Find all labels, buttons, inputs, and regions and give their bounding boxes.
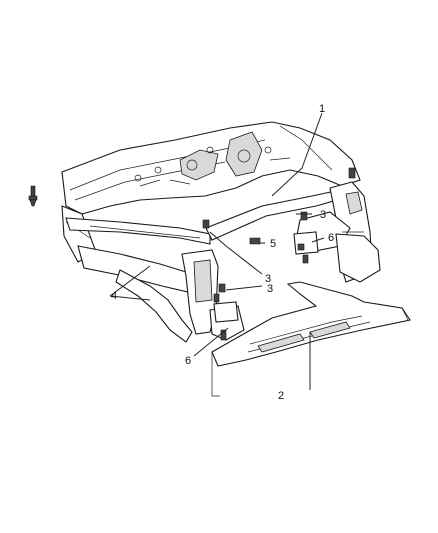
lower-shield bbox=[211, 281, 411, 397]
callout-3-middle: 3 bbox=[265, 273, 271, 285]
callout-labels: 1 2 3 3 3 4 5 6 6 bbox=[111, 103, 334, 402]
callout-2: 2 bbox=[278, 390, 284, 402]
callout-3-lower: 3 bbox=[267, 283, 273, 295]
callout-1: 1 bbox=[319, 103, 325, 115]
callout-5: 5 bbox=[270, 238, 276, 250]
callout-3-upper: 3 bbox=[320, 209, 326, 221]
bolt-icon bbox=[28, 185, 38, 207]
leader-lines bbox=[109, 112, 325, 390]
fasteners bbox=[28, 185, 319, 341]
callout-6-lower: 6 bbox=[185, 355, 191, 367]
bumper-beam-right bbox=[335, 233, 381, 283]
callout-4: 4 bbox=[111, 290, 117, 302]
callout-6-upper: 6 bbox=[328, 232, 334, 244]
